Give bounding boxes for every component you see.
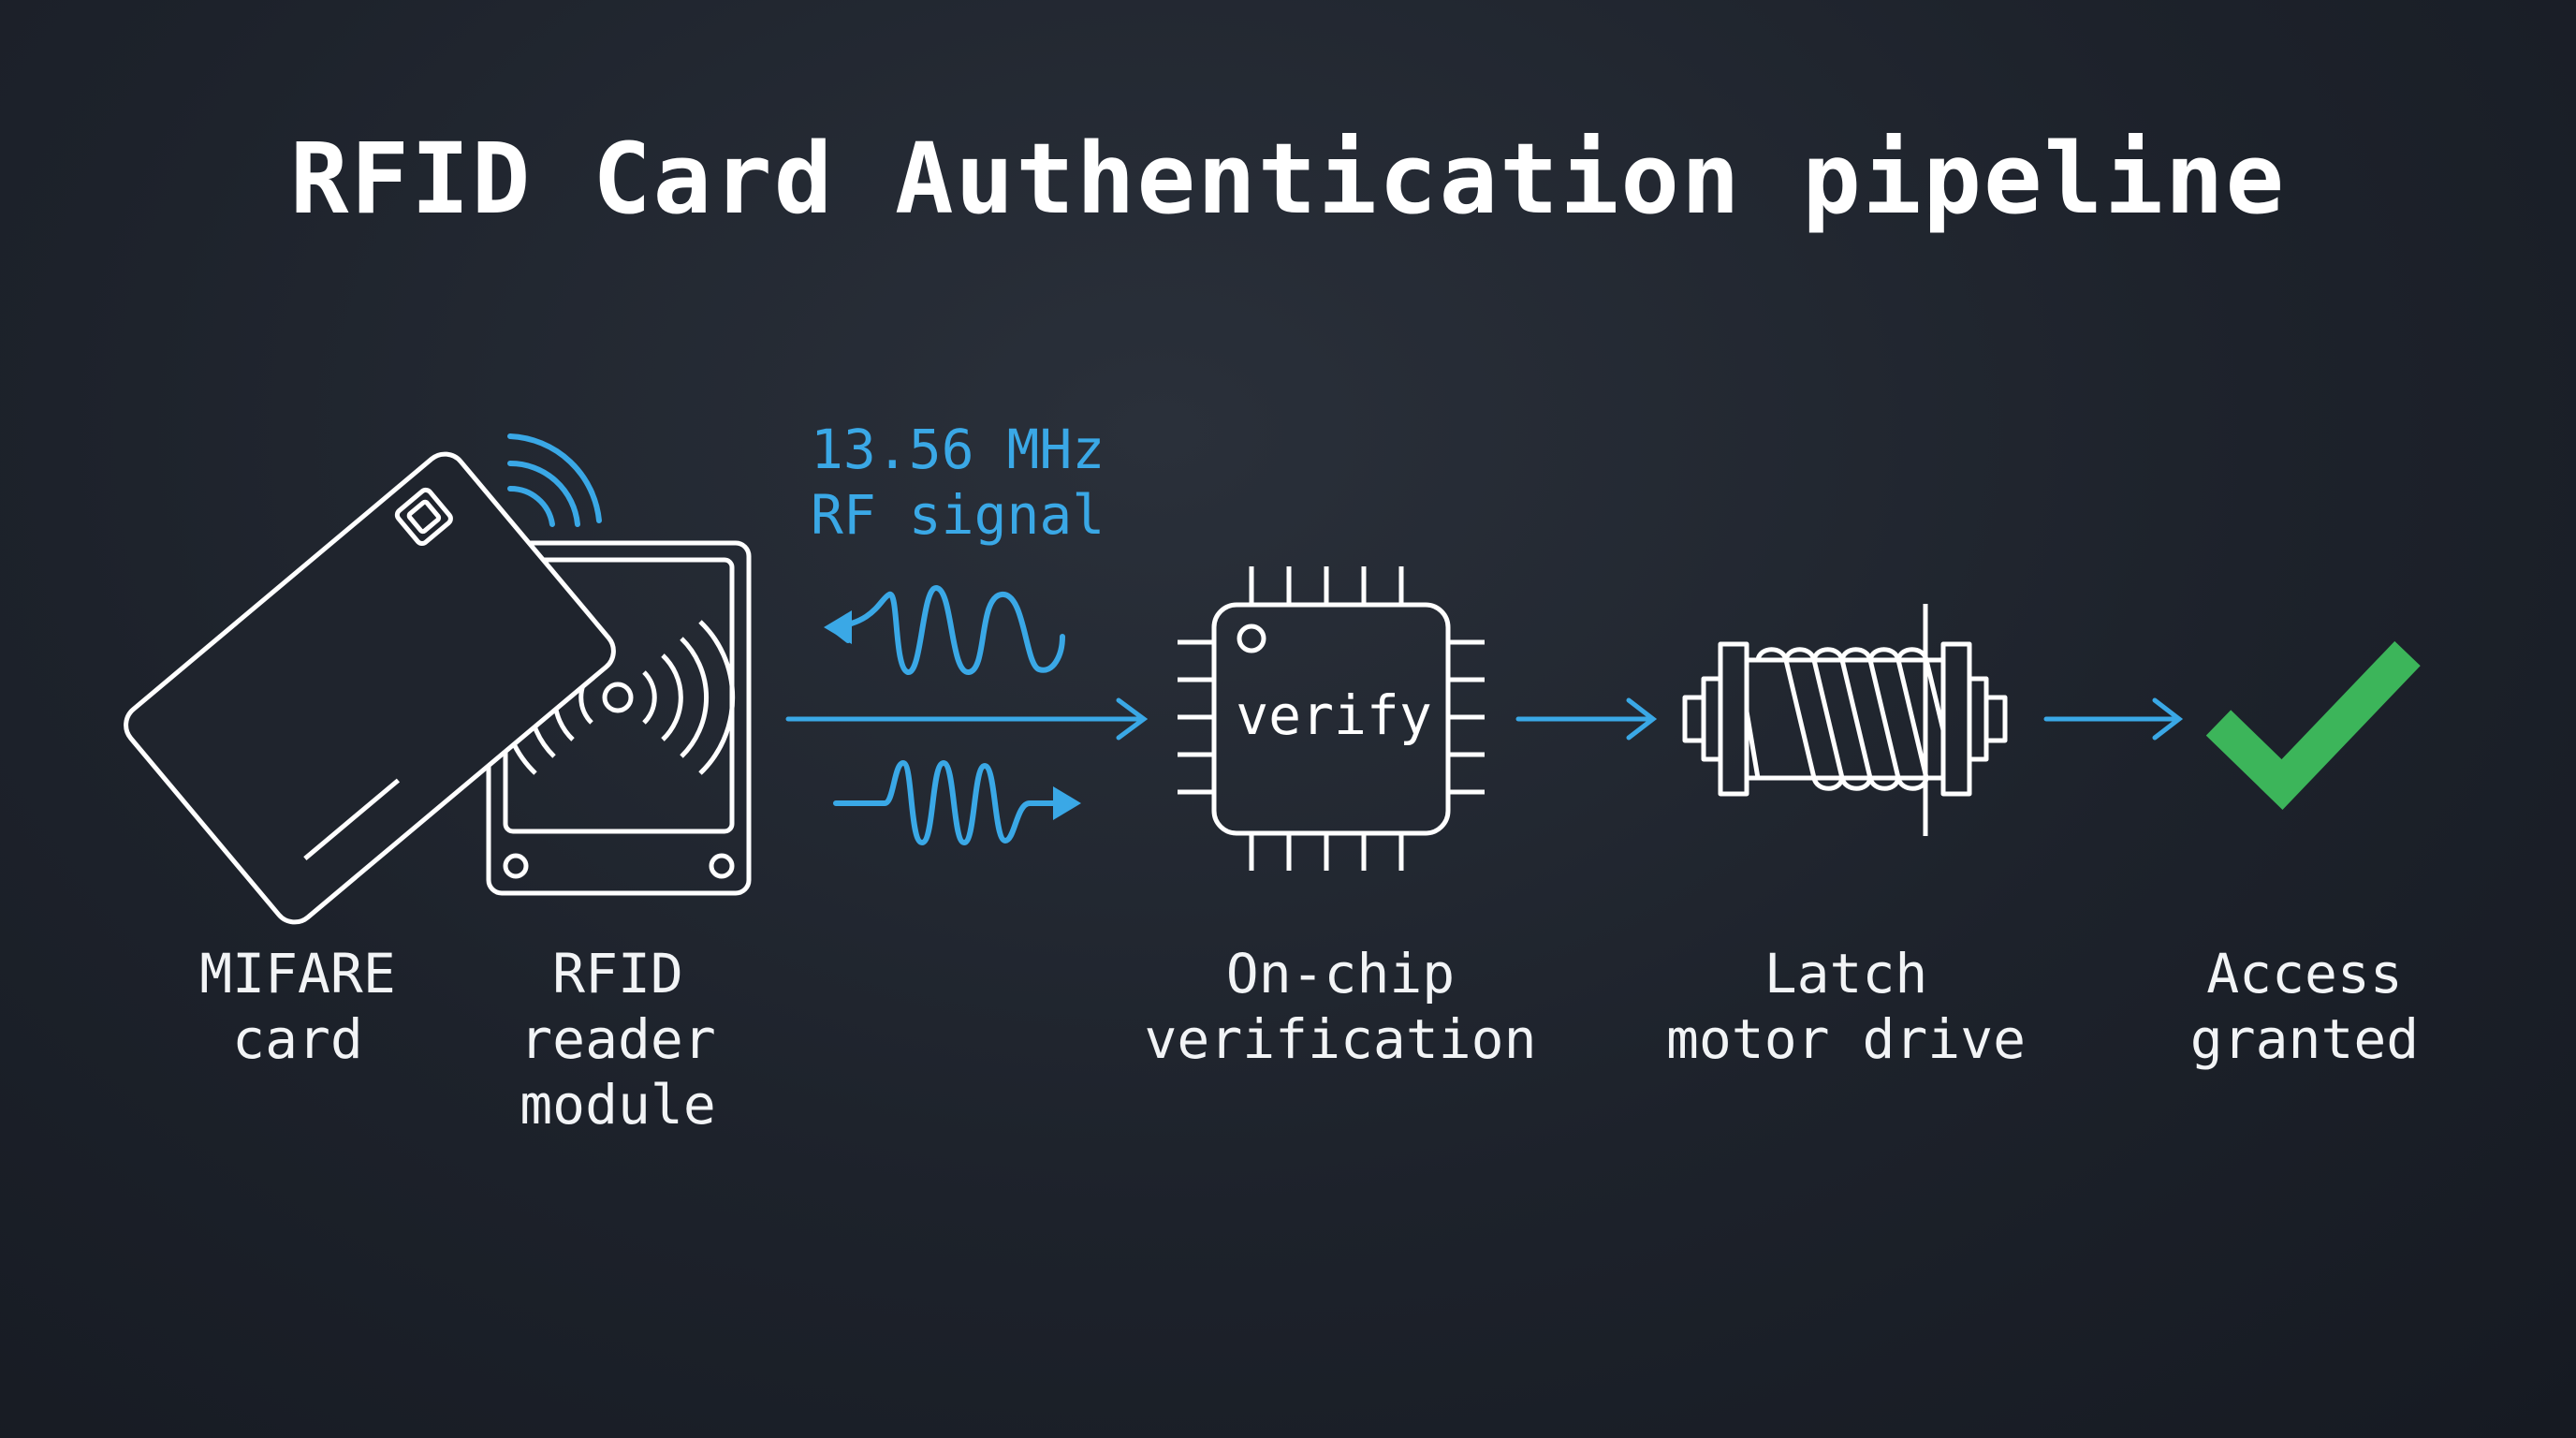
stage-label-latch: Latch motor drive xyxy=(1649,941,2042,1072)
reader-label-line1: RFID xyxy=(552,942,683,1005)
latch-label-line2: motor drive xyxy=(1665,1007,2027,1071)
access-label-line1: Access xyxy=(2206,942,2403,1005)
rf-wave-icon xyxy=(824,585,1081,845)
solenoid-icon xyxy=(1682,604,2008,836)
reader-label-line2: reader xyxy=(520,1007,716,1071)
chip-label: verify xyxy=(1236,683,1432,747)
verification-label-line2: verification xyxy=(1144,1007,1537,1071)
mifare-card-icon xyxy=(124,451,616,925)
stage-label-access: Access granted xyxy=(2155,941,2454,1072)
verification-label-line1: On-chip xyxy=(1225,942,1456,1005)
flow-arrows xyxy=(785,697,2184,741)
stage-label-reader: RFID reader module xyxy=(477,941,758,1137)
broadcast-arcs-icon xyxy=(507,433,602,527)
rf-signal-label: 13.56 MHz RF signal xyxy=(811,417,1105,548)
rf-signal-line1: 13.56 MHz xyxy=(811,418,1105,481)
latch-label-line1: Latch xyxy=(1764,942,1928,1005)
stage-label-card: MIFARE card xyxy=(157,941,438,1072)
access-label-line2: granted xyxy=(2189,1007,2420,1071)
stage-label-verification: On-chip verification xyxy=(1139,941,1542,1072)
checkmark-icon xyxy=(2205,640,2421,810)
card-label-line2: card xyxy=(232,1007,363,1071)
reader-label-line3: module xyxy=(520,1073,716,1137)
rf-signal-line2: RF signal xyxy=(811,483,1105,547)
page-title: RFID Card Authentication pipeline xyxy=(289,122,2287,236)
card-label-line1: MIFARE xyxy=(199,942,396,1005)
chip-icon xyxy=(1178,566,1485,871)
